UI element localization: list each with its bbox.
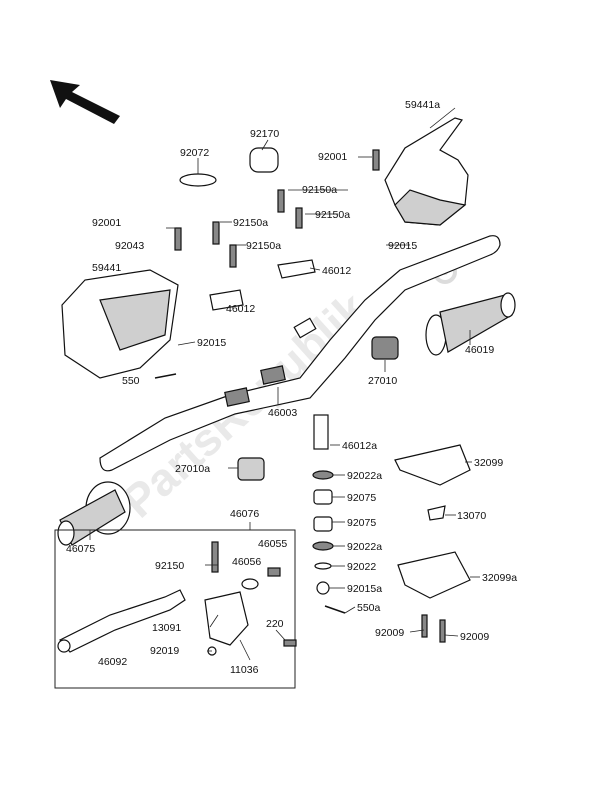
label-92009-1: 92009 [375,627,404,639]
label-92150a-1: 92150a [302,184,337,196]
label-550: 550 [122,375,140,387]
bolts [174,149,380,268]
pin-550 [154,373,177,379]
label-92150a-2: 92150a [315,209,350,221]
label-32099a: 32099a [482,572,517,584]
label-46092: 46092 [98,656,127,668]
label-46003: 46003 [268,407,297,419]
left-handguard [61,269,179,379]
lever-assembly-box [54,529,296,689]
label-92022a-2: 92022a [347,541,382,553]
label-92150: 92150 [155,560,184,572]
label-46076: 46076 [230,508,259,520]
label-46056: 46056 [232,556,261,568]
label-46012-1: 46012 [322,265,351,277]
label-92015-right: 92015 [388,240,417,252]
label-11036: 11036 [230,664,259,676]
label-92150a-4: 92150a [246,240,281,252]
pin-550a [324,605,346,614]
handlebar [99,235,501,472]
label-92022a-1: 92022a [347,470,382,482]
lever-holder-13091 [204,541,297,656]
holder-46012-1 [277,259,316,279]
label-92015-left: 92015 [197,337,226,349]
right-grip [425,292,516,356]
label-220: 220 [266,618,284,630]
bracket-32099a [397,551,471,643]
label-92019: 92019 [150,645,179,657]
label-550a: 550a [357,602,381,614]
right-handguard [384,117,469,226]
label-46012-2: 46012 [226,303,255,315]
cover-32099 [394,444,471,486]
label-46019: 46019 [465,344,494,356]
part-labels: 59441a 92170 92072 92001 92150a 92150a 9… [66,99,517,676]
center-stack [312,414,334,595]
label-59441a: 59441a [405,99,440,111]
label-92075-1: 92075 [347,492,376,504]
label-92022: 92022 [347,561,376,573]
label-92015a: 92015a [347,583,382,595]
label-92001-top: 92001 [318,151,347,163]
label-32099: 32099 [474,457,503,469]
switch-27010a [237,457,265,481]
label-92009-2: 92009 [460,631,489,643]
clamp-92170 [249,147,279,173]
lever-46092 [57,589,186,653]
leader-lines [89,107,480,661]
label-27010a: 27010a [175,463,210,475]
switch-27010 [371,336,399,360]
label-92072: 92072 [180,147,209,159]
clip-92072 [179,173,217,187]
label-13091: 13091 [152,622,181,634]
label-46075: 46075 [66,543,95,555]
label-92170: 92170 [250,128,279,140]
clip-13070 [427,505,446,521]
direction-arrow-icon [50,80,120,124]
label-13070: 13070 [457,510,486,522]
label-92150a-3: 92150a [233,217,268,229]
label-92001-left: 92001 [92,217,121,229]
label-92075-2: 92075 [347,517,376,529]
label-59441: 59441 [92,262,121,274]
label-27010: 27010 [368,375,397,387]
label-46055: 46055 [258,538,287,550]
left-grip [57,481,131,546]
label-46012a: 46012a [342,440,377,452]
label-92043: 92043 [115,240,144,252]
